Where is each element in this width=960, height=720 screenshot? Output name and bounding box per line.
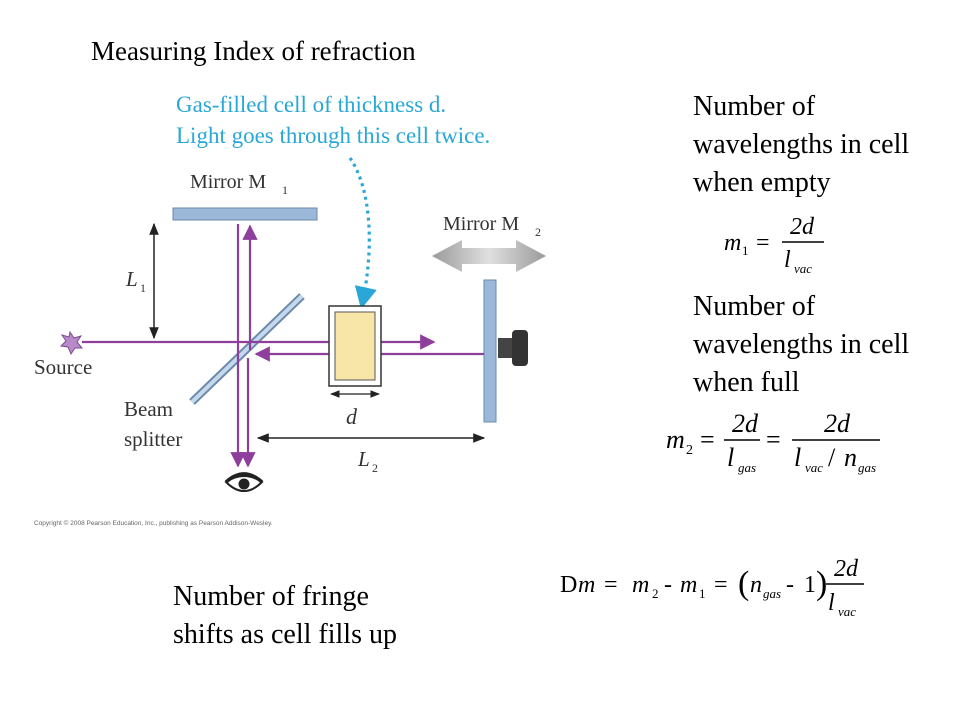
eq-subscript: vac — [805, 460, 823, 475]
mirror-knob-icon — [512, 330, 528, 366]
mirror-1-label: Mirror M — [190, 171, 266, 193]
eye-icon — [224, 472, 264, 492]
eq-subscript: 2 — [686, 443, 693, 458]
source-label: Source — [34, 355, 92, 379]
interferometer-diagram: Gas-filled cell of thickness d. Light go… — [0, 80, 600, 545]
equation-m2: m 2 = 2d l gas = 2d l vac / n gas — [664, 408, 894, 480]
eq-numerator: 2d — [790, 214, 815, 240]
l2-label: L — [357, 447, 370, 471]
eq-symbol: m — [666, 425, 685, 454]
mirror-1 — [172, 207, 318, 221]
eq-slash: / — [828, 443, 836, 472]
equation-m1: m 1 = 2d l vac — [722, 212, 832, 278]
description-line: Number of — [693, 91, 816, 122]
mirror-2 — [483, 279, 497, 423]
eq-denominator: l — [828, 590, 835, 616]
equation-delta-m: D m = m 2 - m 1 = ( n gas - 1 ) 2d l vac — [558, 548, 878, 628]
eq-subscript: vac — [794, 261, 812, 276]
callout-line-1: Gas-filled cell of thickness d. — [176, 92, 446, 117]
l1-label: L — [125, 267, 138, 291]
eq-subscript: gas — [763, 586, 781, 601]
eq-subscript: 1 — [699, 586, 706, 601]
eq-equals: = — [714, 572, 728, 598]
eq-symbol: m — [632, 572, 649, 598]
mirror-2-subscript: 2 — [535, 225, 541, 239]
description-line: wavelengths in cell — [693, 129, 910, 160]
page-title: Measuring Index of refraction — [91, 36, 416, 66]
mirror-1-subscript: 1 — [282, 183, 288, 197]
source-star-icon — [59, 330, 84, 356]
eq-one: 1 — [804, 572, 816, 598]
eq-paren-open: ( — [738, 565, 749, 602]
description-line: Number of fringe — [173, 581, 369, 612]
eq-equals: = — [766, 425, 781, 454]
eq-minus: - — [664, 572, 672, 598]
eq-equals: = — [700, 425, 715, 454]
eq-denominator: l — [794, 443, 801, 472]
callout-arrow — [348, 157, 377, 310]
mirror-screw — [498, 338, 512, 358]
eq-subscript: gas — [858, 460, 876, 475]
callout-line-2: Light goes through this cell twice. — [176, 123, 490, 148]
l2-subscript: 2 — [372, 461, 378, 475]
eq-equals: = — [604, 572, 618, 598]
beam-splitter-surface — [190, 294, 304, 404]
mirror-2-label: Mirror M — [443, 213, 519, 235]
eq-subscript: vac — [838, 604, 856, 619]
eq-minus: - — [786, 572, 794, 598]
eq-symbol: n — [750, 572, 762, 598]
eq-subscript: gas — [738, 460, 756, 475]
eq-symbol: n — [844, 443, 857, 472]
d-label: d — [346, 404, 358, 429]
eq-subscript: 2 — [652, 586, 659, 601]
eq-symbol: m — [680, 572, 697, 598]
description-line: Number of — [693, 291, 816, 322]
beam-splitter-label-1: Beam — [124, 397, 173, 421]
description-line: shifts as cell fills up — [173, 619, 397, 650]
gas-cell — [334, 311, 376, 381]
double-arrow-icon — [432, 240, 546, 272]
eq-numerator: 2d — [834, 556, 859, 582]
description-full: Number of wavelengths in cell when full — [693, 288, 909, 402]
eq-symbol: m — [724, 230, 741, 256]
l1-subscript: 1 — [140, 281, 146, 295]
eq-numerator: 2d — [732, 409, 759, 438]
copyright-text: Copyright © 2008 Pearson Education, Inc.… — [34, 519, 273, 527]
description-line: wavelengths in cell — [693, 329, 910, 360]
eq-numerator: 2d — [824, 409, 851, 438]
description-fringe: Number of fringe shifts as cell fills up — [173, 578, 397, 654]
eq-denominator: l — [784, 247, 791, 273]
eq-delta: D — [560, 572, 577, 598]
eq-paren-close: ) — [816, 565, 827, 602]
eq-equals: = — [756, 230, 770, 256]
eq-symbol: m — [578, 572, 595, 598]
description-line: when empty — [693, 167, 831, 198]
beam-splitter-label-2: splitter — [124, 427, 182, 451]
description-line: when full — [693, 367, 800, 398]
eq-denominator: l — [727, 443, 734, 472]
eq-subscript: 1 — [742, 243, 749, 258]
description-empty: Number of wavelengths in cell when empty — [693, 88, 909, 202]
